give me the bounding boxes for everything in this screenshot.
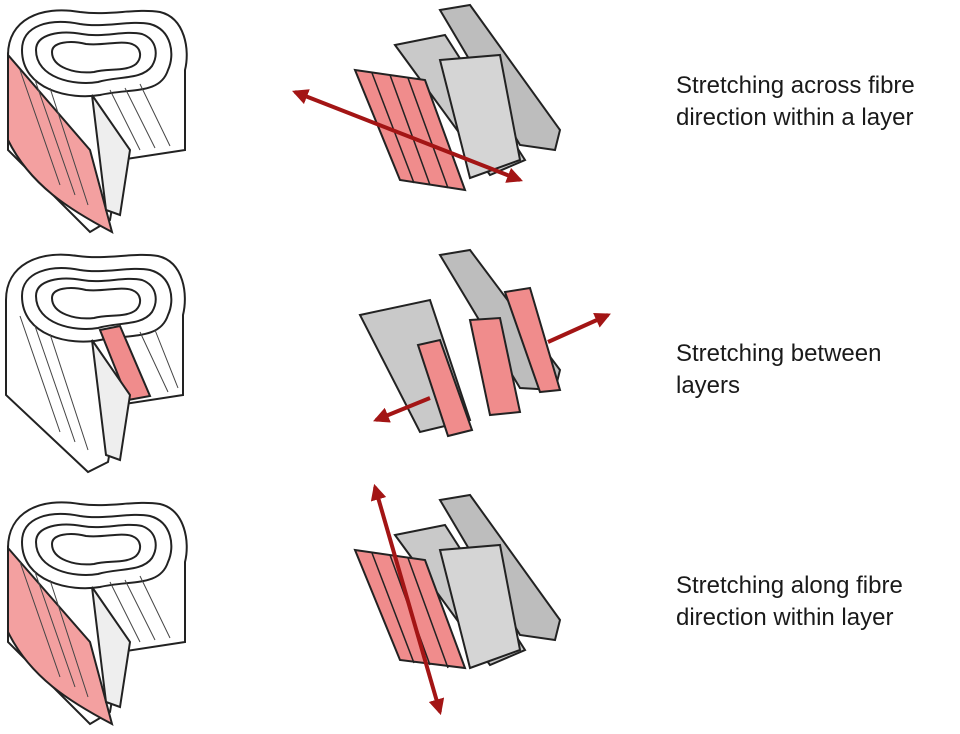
row-3-label: Stretching along fibre direction within … xyxy=(676,570,956,634)
row-2-label-line-1: Stretching between xyxy=(676,340,882,367)
disc-1 xyxy=(7,9,188,234)
row-1 xyxy=(7,3,562,234)
row-1-label: Stretching across fibre direction within… xyxy=(676,70,956,134)
fibre-block-1 xyxy=(353,3,562,192)
row-3 xyxy=(7,483,562,726)
row-2-label-line-2: layers xyxy=(676,372,741,399)
arrow-2 xyxy=(373,312,611,423)
row-2-label: Stretching between layers xyxy=(676,338,956,402)
row-3-label-line-1: Stretching along fibre xyxy=(676,572,903,599)
disc-2 xyxy=(5,253,186,474)
row-1-label-line-1: Stretching across fibre xyxy=(676,72,915,99)
arrow-1 xyxy=(292,89,523,183)
row-1-label-line-2: direction within a layer xyxy=(676,104,914,131)
arrow-3 xyxy=(370,483,445,716)
row-2 xyxy=(5,248,611,474)
row-3-label-line-2: direction within layer xyxy=(676,604,894,631)
disc-3 xyxy=(7,501,188,726)
fibre-block-2 xyxy=(358,248,562,438)
